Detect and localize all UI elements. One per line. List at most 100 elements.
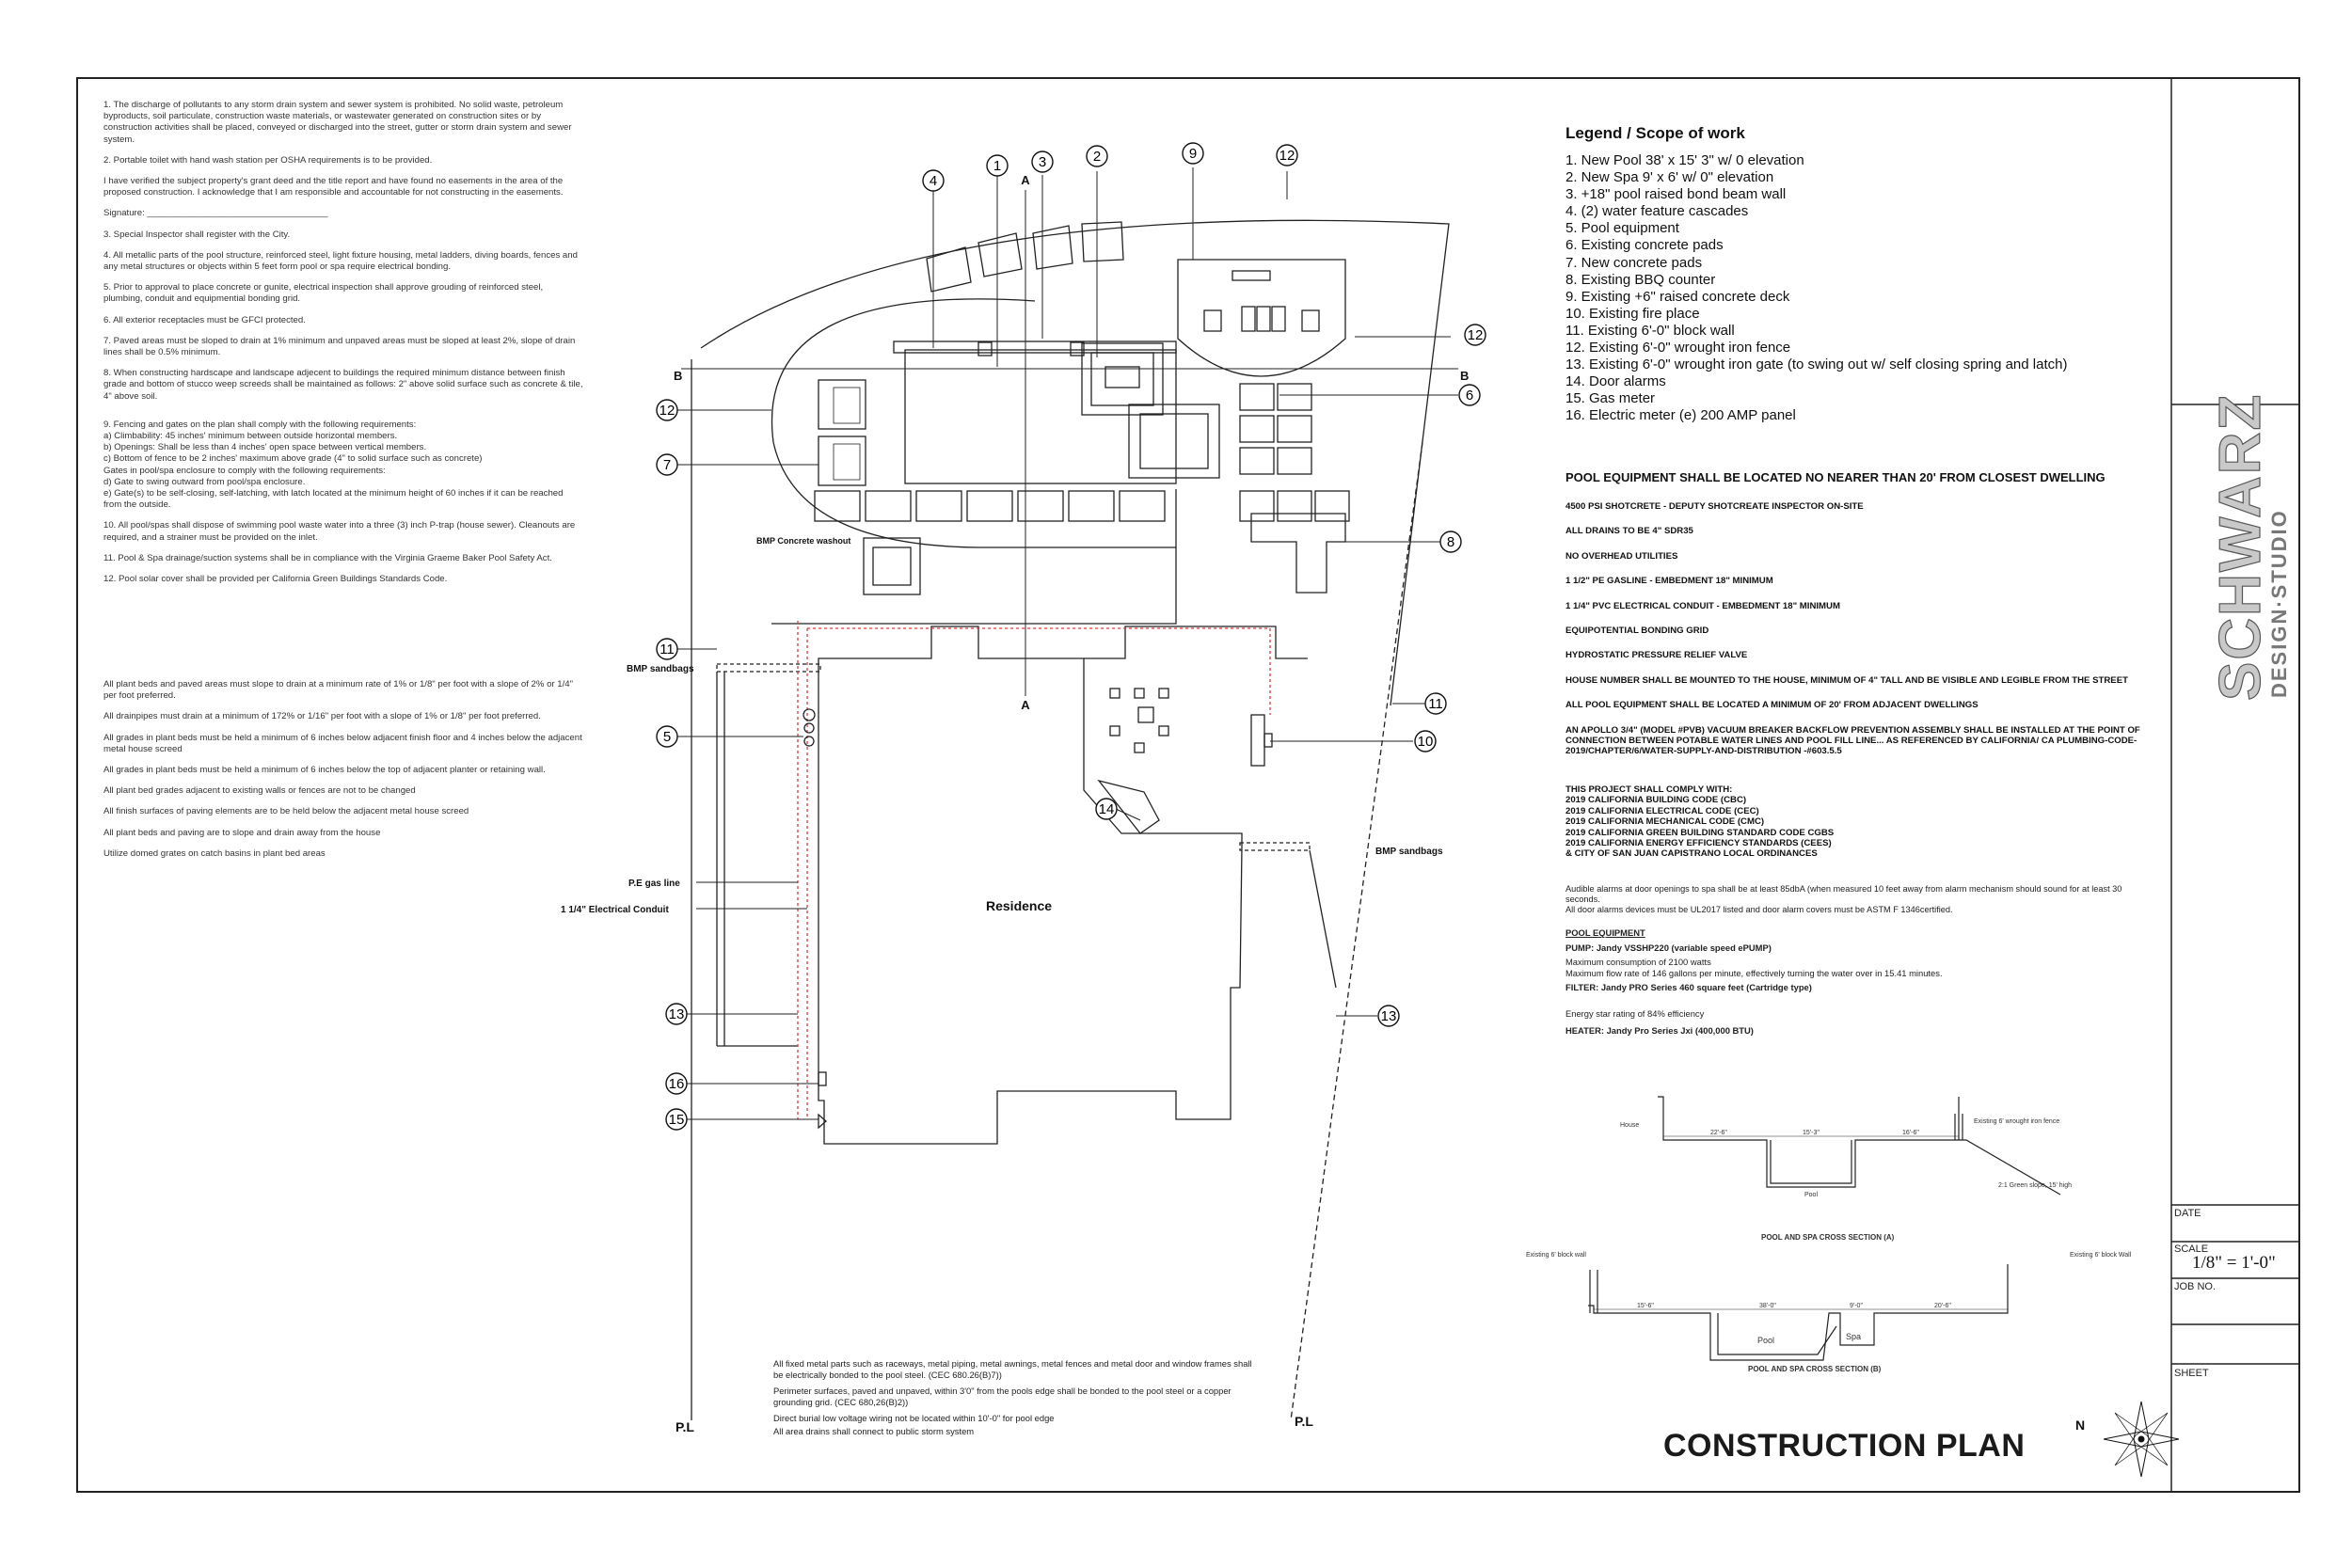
note-9: 9. Fencing and gates on the plan shall c… bbox=[103, 419, 564, 511]
legend-item: 7. New concrete pads bbox=[1565, 254, 1703, 271]
callout-12-left: 12 bbox=[656, 399, 678, 421]
svg-text:12: 12 bbox=[1468, 327, 1484, 343]
grading-note: Utilize domed grates on catch basins in … bbox=[103, 847, 326, 859]
wrought-iron-fence bbox=[700, 219, 1450, 706]
svg-text:9'-0": 9'-0" bbox=[1850, 1303, 1863, 1309]
note-5: 5. Prior to approval to place concrete o… bbox=[103, 282, 544, 305]
legend-item: 15. Gas meter bbox=[1565, 390, 1656, 407]
alarm-note: All door alarms devices must be UL2017 l… bbox=[1565, 905, 1953, 915]
svg-text:2: 2 bbox=[1093, 149, 1101, 165]
bmp-washout-label: BMP Concrete washout bbox=[756, 536, 850, 546]
callout-13-left: 13 bbox=[665, 1003, 688, 1025]
requirement: AN APOLLO 3/4" (MODEL #PVB) VACUUM BREAK… bbox=[1565, 724, 2140, 757]
note-6: 6. All exterior receptacles must be GFCI… bbox=[103, 314, 306, 325]
callout-10: 10 bbox=[1414, 730, 1437, 752]
svg-text:DESIGN·STUDIO: DESIGN·STUDIO bbox=[2267, 509, 2291, 698]
svg-text:POOL AND SPA CROSS SECTION (B): POOL AND SPA CROSS SECTION (B) bbox=[1748, 1365, 1882, 1373]
north-arrow-icon bbox=[2103, 1401, 2180, 1478]
filter-spec: FILTER: Jandy PRO Series 460 square feet… bbox=[1565, 982, 1812, 992]
bonding-notes: All fixed metal parts such as raceways, … bbox=[773, 1358, 1263, 1443]
requirement: EQUIPOTENTIAL BONDING GRID bbox=[1565, 626, 1709, 637]
legend-title: Legend / Scope of work bbox=[1565, 124, 1745, 142]
legend-item: 3. +18" pool raised bond beam wall bbox=[1565, 186, 1787, 203]
svg-text:12: 12 bbox=[660, 403, 675, 419]
callout-3: 3 bbox=[1031, 150, 1054, 173]
svg-text:Existing 6' block Wall: Existing 6' block Wall bbox=[2070, 1252, 2132, 1259]
svg-text:7: 7 bbox=[663, 457, 671, 473]
svg-text:Pool: Pool bbox=[1757, 1336, 1774, 1345]
requirement: ALL POOL EQUIPMENT SHALL BE LOCATED A MI… bbox=[1565, 700, 1979, 711]
bonding-note: Perimeter surfaces, paved and unpaved, w… bbox=[773, 1386, 1232, 1407]
date-label: DATE bbox=[2174, 1208, 2201, 1219]
title-block bbox=[2170, 78, 2300, 1492]
gas-conduit-lines bbox=[797, 621, 1271, 1119]
svg-text:11: 11 bbox=[660, 641, 675, 657]
compliance-item: & CITY OF SAN JUAN CAPISTRANO LOCAL ORDI… bbox=[1565, 848, 1818, 860]
section-a-label-top: A bbox=[1021, 173, 1030, 187]
alarm-notes: Audible alarms at door openings to spa s… bbox=[1565, 884, 2149, 916]
note-10: 10. All pool/spas shall dispose of swimm… bbox=[103, 520, 576, 543]
svg-text:Pool: Pool bbox=[1804, 1192, 1818, 1198]
compliance-item: 2019 CALIFORNIA MECHANICAL CODE (CMC) bbox=[1565, 816, 1765, 828]
energy-rating: Energy star rating of 84% efficiency bbox=[1565, 1008, 1705, 1019]
compliance-item: 2019 CALIFORNIA GREEN BUILDING STANDARD … bbox=[1565, 827, 1835, 838]
job-number-label: JOB NO. bbox=[2174, 1281, 2217, 1292]
legend-item: 11. Existing 6'-0" block wall bbox=[1565, 322, 1735, 339]
svg-text:13: 13 bbox=[1381, 1008, 1397, 1024]
svg-text:4: 4 bbox=[930, 173, 937, 189]
grading-notes: All plant beds and paved areas must slop… bbox=[103, 679, 583, 869]
legend-item: 16. Electric meter (e) 200 AMP panel bbox=[1565, 407, 1796, 424]
compliance-item: 2019 CALIFORNIA ENERGY EFFICIENCY STANDA… bbox=[1565, 838, 1832, 849]
requirement: 1 1/2" PE GASLINE - EMBEDMENT 18" MINIMU… bbox=[1565, 576, 1773, 587]
callout-1: 1 bbox=[986, 154, 1009, 177]
grading-note: All plant beds and paved areas must slop… bbox=[103, 679, 574, 702]
section-b-label-left: B bbox=[674, 369, 682, 383]
grading-note: All plant beds and paving are to slope a… bbox=[103, 827, 381, 838]
conduit-label: 1 1/4" Electrical Conduit bbox=[561, 905, 669, 915]
svg-text:House: House bbox=[1620, 1122, 1639, 1129]
svg-text:9: 9 bbox=[1189, 146, 1197, 162]
residence-outline bbox=[818, 626, 1243, 1145]
legend-item: 8. Existing BBQ counter bbox=[1565, 271, 1716, 288]
svg-text:Existing 6' block wall: Existing 6' block wall bbox=[1526, 1252, 1586, 1259]
requirements-title: POOL EQUIPMENT SHALL BE LOCATED NO NEARE… bbox=[1565, 470, 2106, 484]
callout-12-top: 12 bbox=[1276, 144, 1298, 166]
svg-text:14: 14 bbox=[1099, 801, 1115, 817]
bmp-sandbags-right: BMP sandbags bbox=[1375, 847, 1443, 857]
svg-text:20'-6": 20'-6" bbox=[1934, 1303, 1951, 1309]
svg-text:3: 3 bbox=[1039, 154, 1046, 170]
pump-spec: PUMP: Jandy VSSHP220 (variable speed ePU… bbox=[1565, 942, 1772, 953]
easement-note: I have verified the subject property's g… bbox=[103, 176, 564, 198]
svg-text:12: 12 bbox=[1279, 148, 1295, 164]
compliance-item: 2019 CALIFORNIA ELECTRICAL CODE (CEC) bbox=[1565, 805, 1759, 816]
svg-text:15: 15 bbox=[669, 1112, 685, 1128]
callout-markers: 1 3 2 4 9 12 12 6 12 7 8 11 11 5 10 14 1… bbox=[656, 142, 1486, 1131]
requirement: 4500 PSI SHOTCRETE - DEPUTY SHOTCREATE I… bbox=[1565, 501, 1864, 512]
svg-text:10: 10 bbox=[1418, 734, 1434, 750]
note-12: 12. Pool solar cover shall be provided p… bbox=[103, 574, 448, 585]
svg-text:1: 1 bbox=[993, 158, 1001, 174]
heater-spec: HEATER: Jandy Pro Series Jxi (400,000 BT… bbox=[1565, 1025, 1754, 1036]
callout-11-right: 11 bbox=[1424, 692, 1447, 715]
pool-equipment: POOL EQUIPMENT PUMP: Jandy VSSHP220 (var… bbox=[1565, 927, 2168, 1037]
svg-text:16: 16 bbox=[669, 1076, 685, 1092]
grading-note: All plant bed grades adjacent to existin… bbox=[103, 785, 416, 797]
svg-text:13: 13 bbox=[669, 1006, 685, 1022]
callout-leaders bbox=[677, 167, 1458, 1120]
pump-line: Maximum flow rate of 146 gallons per min… bbox=[1565, 968, 1943, 978]
pool-outline bbox=[904, 349, 1177, 484]
bmp-sandbags-left: BMP sandbags bbox=[627, 664, 694, 674]
callout-8: 8 bbox=[1439, 531, 1462, 553]
legend-item: 10. Existing fire place bbox=[1565, 305, 1700, 322]
requirement: HOUSE NUMBER SHALL BE MOUNTED TO THE HOU… bbox=[1565, 674, 2128, 686]
bonding-note: Direct burial low voltage wiring not be … bbox=[773, 1413, 1055, 1424]
callout-9: 9 bbox=[1182, 142, 1204, 165]
cross-section-b-text: Existing 6' block wall Existing 6' block… bbox=[1526, 1252, 2132, 1373]
note-1: 1. The discharge of pollutants to any st… bbox=[103, 100, 572, 145]
svg-text:SCHWARZ: SCHWARZ bbox=[2208, 393, 2273, 701]
callout-7: 7 bbox=[656, 453, 678, 476]
legend-item: 6. Existing concrete pads bbox=[1565, 237, 1724, 254]
raised-concrete-deck bbox=[1177, 259, 1346, 377]
schwarz-logo: SCHWARZ DESIGN·STUDIO bbox=[2207, 392, 2291, 702]
